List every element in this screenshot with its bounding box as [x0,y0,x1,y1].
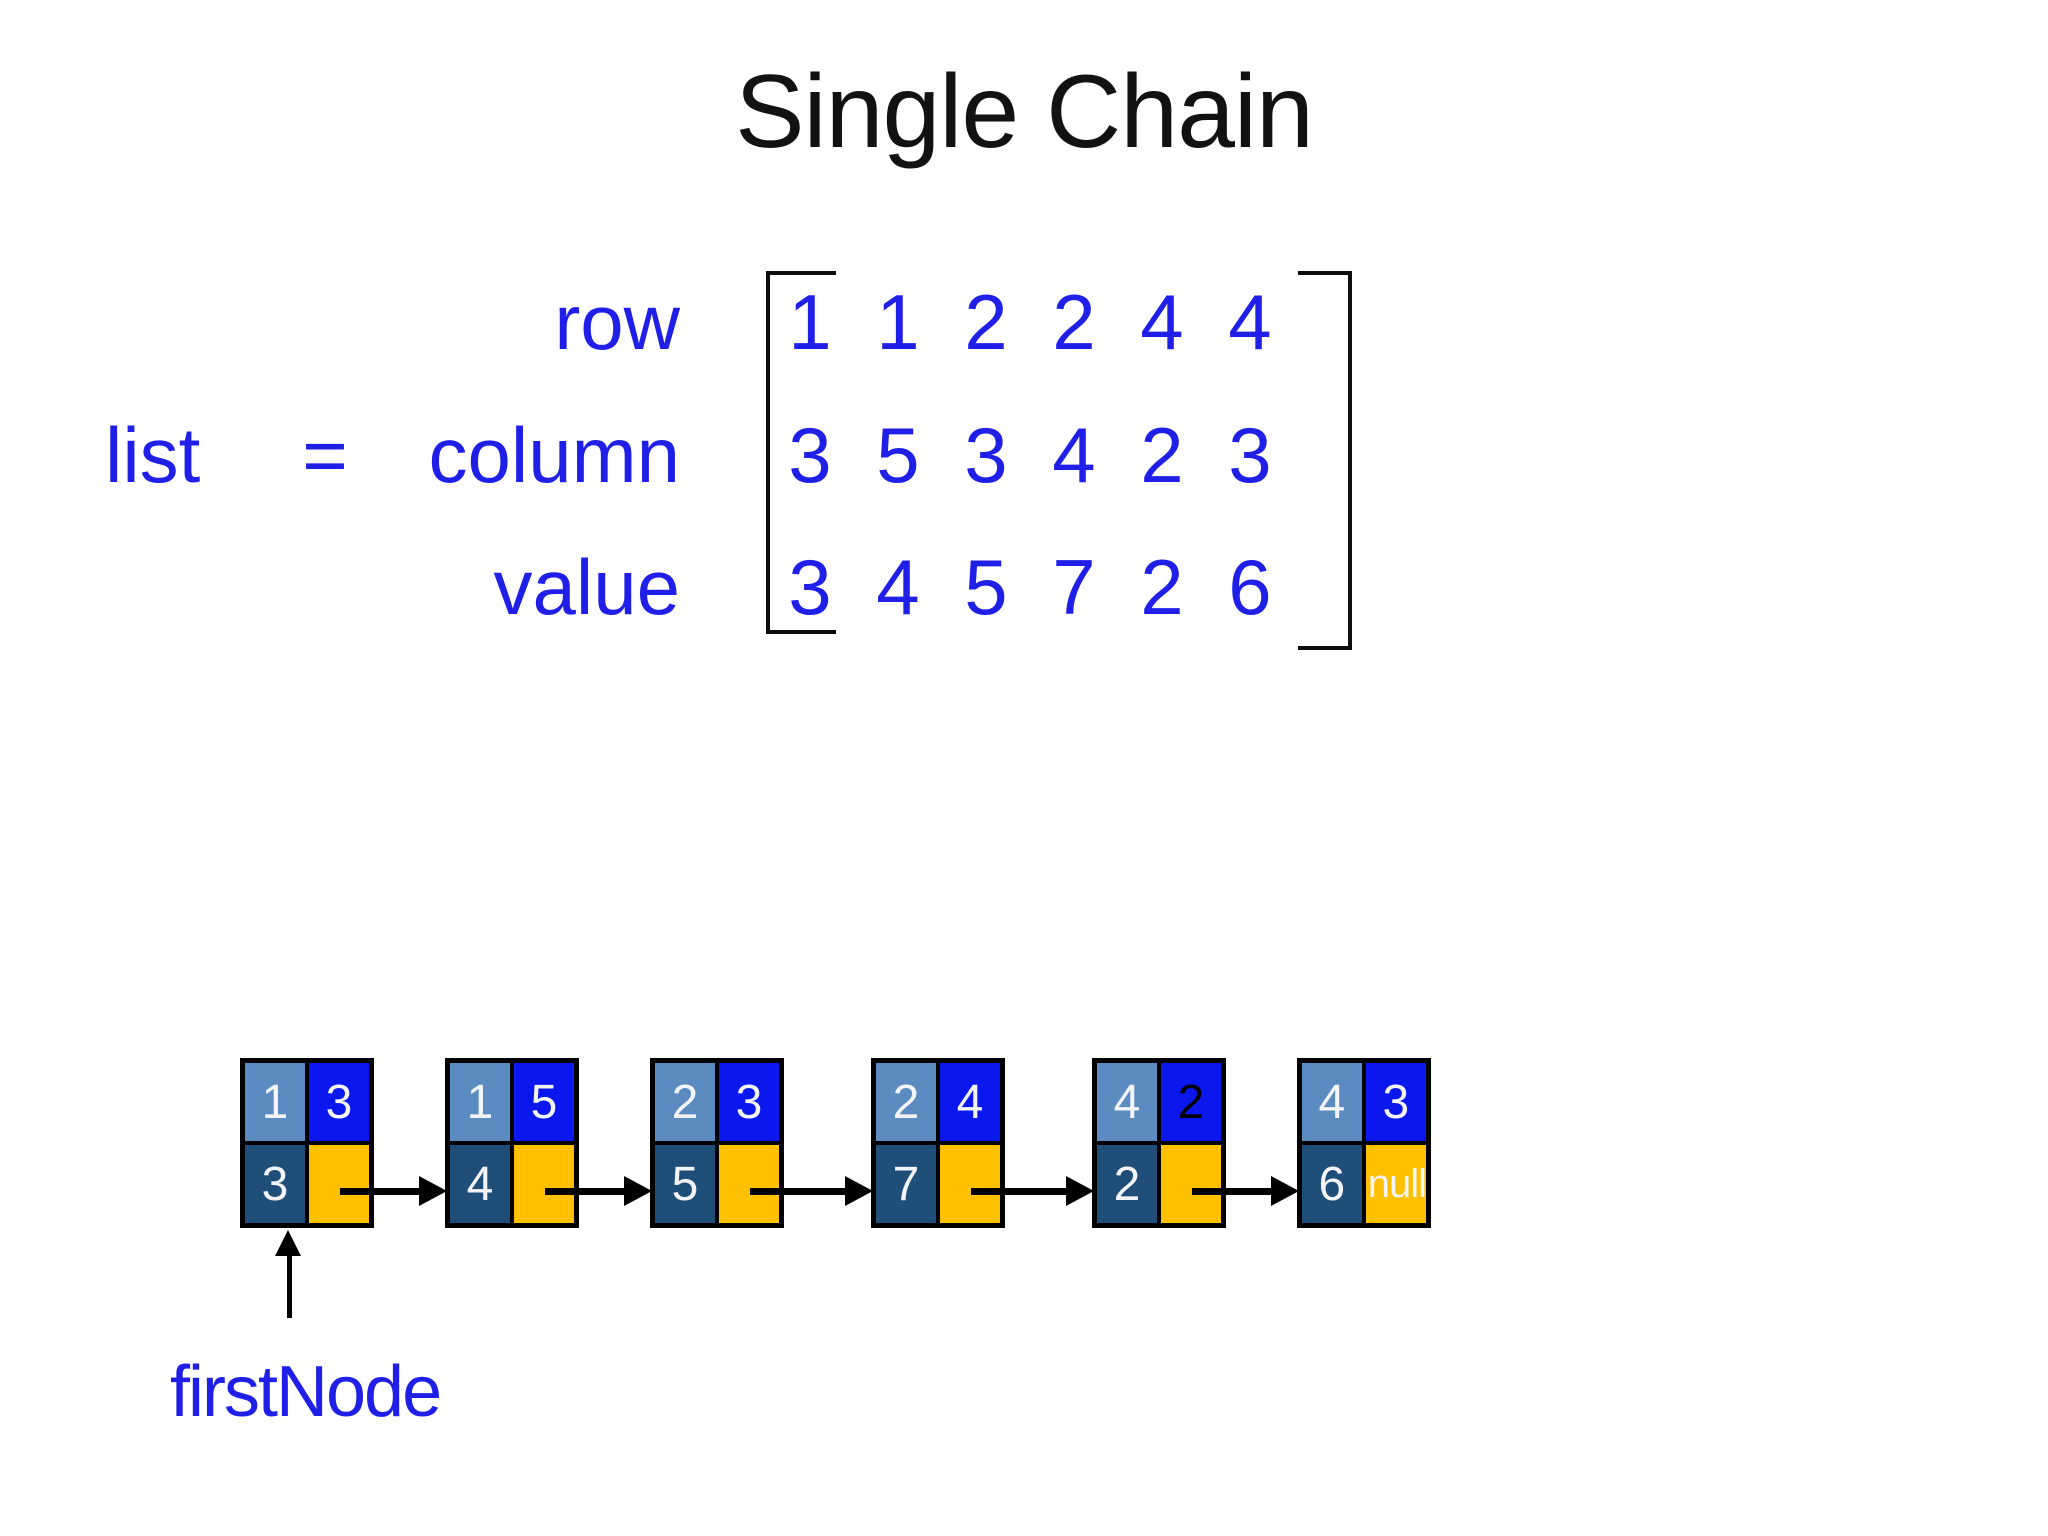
node-row-cell: 1 [243,1061,307,1143]
matrix-cell: 1 [876,278,920,366]
right-bracket-top-tick [1298,271,1352,275]
node-column-cell: 4 [938,1061,1002,1143]
node-row-cell: 4 [1300,1061,1364,1143]
left-bracket-vertical [766,271,770,634]
matrix-cell: 3 [788,543,832,631]
next-arrow-head [1066,1176,1094,1206]
node-value-cell: 3 [243,1143,307,1225]
matrix-cell: 2 [1140,543,1184,631]
matrix-cell: 5 [964,543,1008,631]
list-node-5: 4 2 2 [1092,1058,1226,1228]
matrix-cell: 2 [1140,411,1184,499]
list-node-2: 1 5 4 [445,1058,579,1228]
equals-sign: = [302,411,348,499]
next-arrow-head [1271,1176,1299,1206]
matrix-cell: 2 [1052,278,1096,366]
node-row-cell: 1 [448,1061,512,1143]
matrix-cell: 1 [788,278,832,366]
node-next-pointer-cell [1159,1143,1223,1225]
node-column-cell: 3 [307,1061,371,1143]
node-next-pointer-cell [717,1143,781,1225]
next-arrow-line [750,1188,847,1195]
next-arrow-line [971,1188,1068,1195]
node-column-cell: 3 [717,1061,781,1143]
matrix-column-values: 3 5 3 4 2 3 [766,415,1294,495]
column-label: column [428,411,680,499]
page-title: Single Chain [735,54,1314,170]
left-bracket-top-tick [766,271,836,275]
node-row-cell: 2 [653,1061,717,1143]
matrix-cell: 4 [876,543,920,631]
next-arrow-line [545,1188,626,1195]
left-bracket-bottom-tick [766,630,836,634]
list-node-4: 2 4 7 [871,1058,1005,1228]
matrix-cell: 4 [1052,411,1096,499]
next-arrow-line [340,1188,421,1195]
node-value-cell: 6 [1300,1143,1364,1225]
node-row-cell: 4 [1095,1061,1159,1143]
matrix-cell: 3 [788,411,832,499]
node-null-pointer-cell: null [1363,1143,1428,1225]
matrix-cell: 7 [1052,543,1096,631]
node-column-cell: 3 [1363,1061,1428,1143]
list-node-6: 4 3 6 null [1297,1058,1431,1228]
matrix-cell: 6 [1228,543,1272,631]
next-arrow-head [419,1176,447,1206]
matrix-row-values: 1 1 2 2 4 4 [766,282,1294,362]
list-node-1: 1 3 3 [240,1058,374,1228]
right-bracket-vertical [1348,271,1352,650]
firstnode-label: firstNode [170,1352,442,1432]
matrix-cell: 2 [964,278,1008,366]
matrix-cell: 4 [1228,278,1272,366]
matrix-cell: 4 [1140,278,1184,366]
matrix-value-values: 3 4 5 7 2 6 [766,547,1294,627]
node-next-pointer-cell [938,1143,1002,1225]
value-label: value [493,543,680,631]
node-column-cell: 5 [512,1061,576,1143]
firstnode-arrow-head [275,1230,301,1256]
next-arrow-head [845,1176,873,1206]
matrix-cell: 3 [964,411,1008,499]
node-value-cell: 2 [1095,1143,1159,1225]
matrix-variable-label: list [105,411,201,499]
next-arrow-head [624,1176,652,1206]
row-label: row [554,278,680,366]
node-next-pointer-cell [307,1143,371,1225]
matrix-cell: 5 [876,411,920,499]
node-value-cell: 5 [653,1143,717,1225]
node-next-pointer-cell [512,1143,576,1225]
next-arrow-line [1192,1188,1273,1195]
node-value-cell: 7 [874,1143,938,1225]
right-bracket-bottom-tick [1298,646,1352,650]
node-column-cell: 2 [1159,1061,1223,1143]
node-row-cell: 2 [874,1061,938,1143]
matrix-cell: 3 [1228,411,1272,499]
list-node-3: 2 3 5 [650,1058,784,1228]
firstnode-arrow-line [287,1254,292,1318]
node-value-cell: 4 [448,1143,512,1225]
